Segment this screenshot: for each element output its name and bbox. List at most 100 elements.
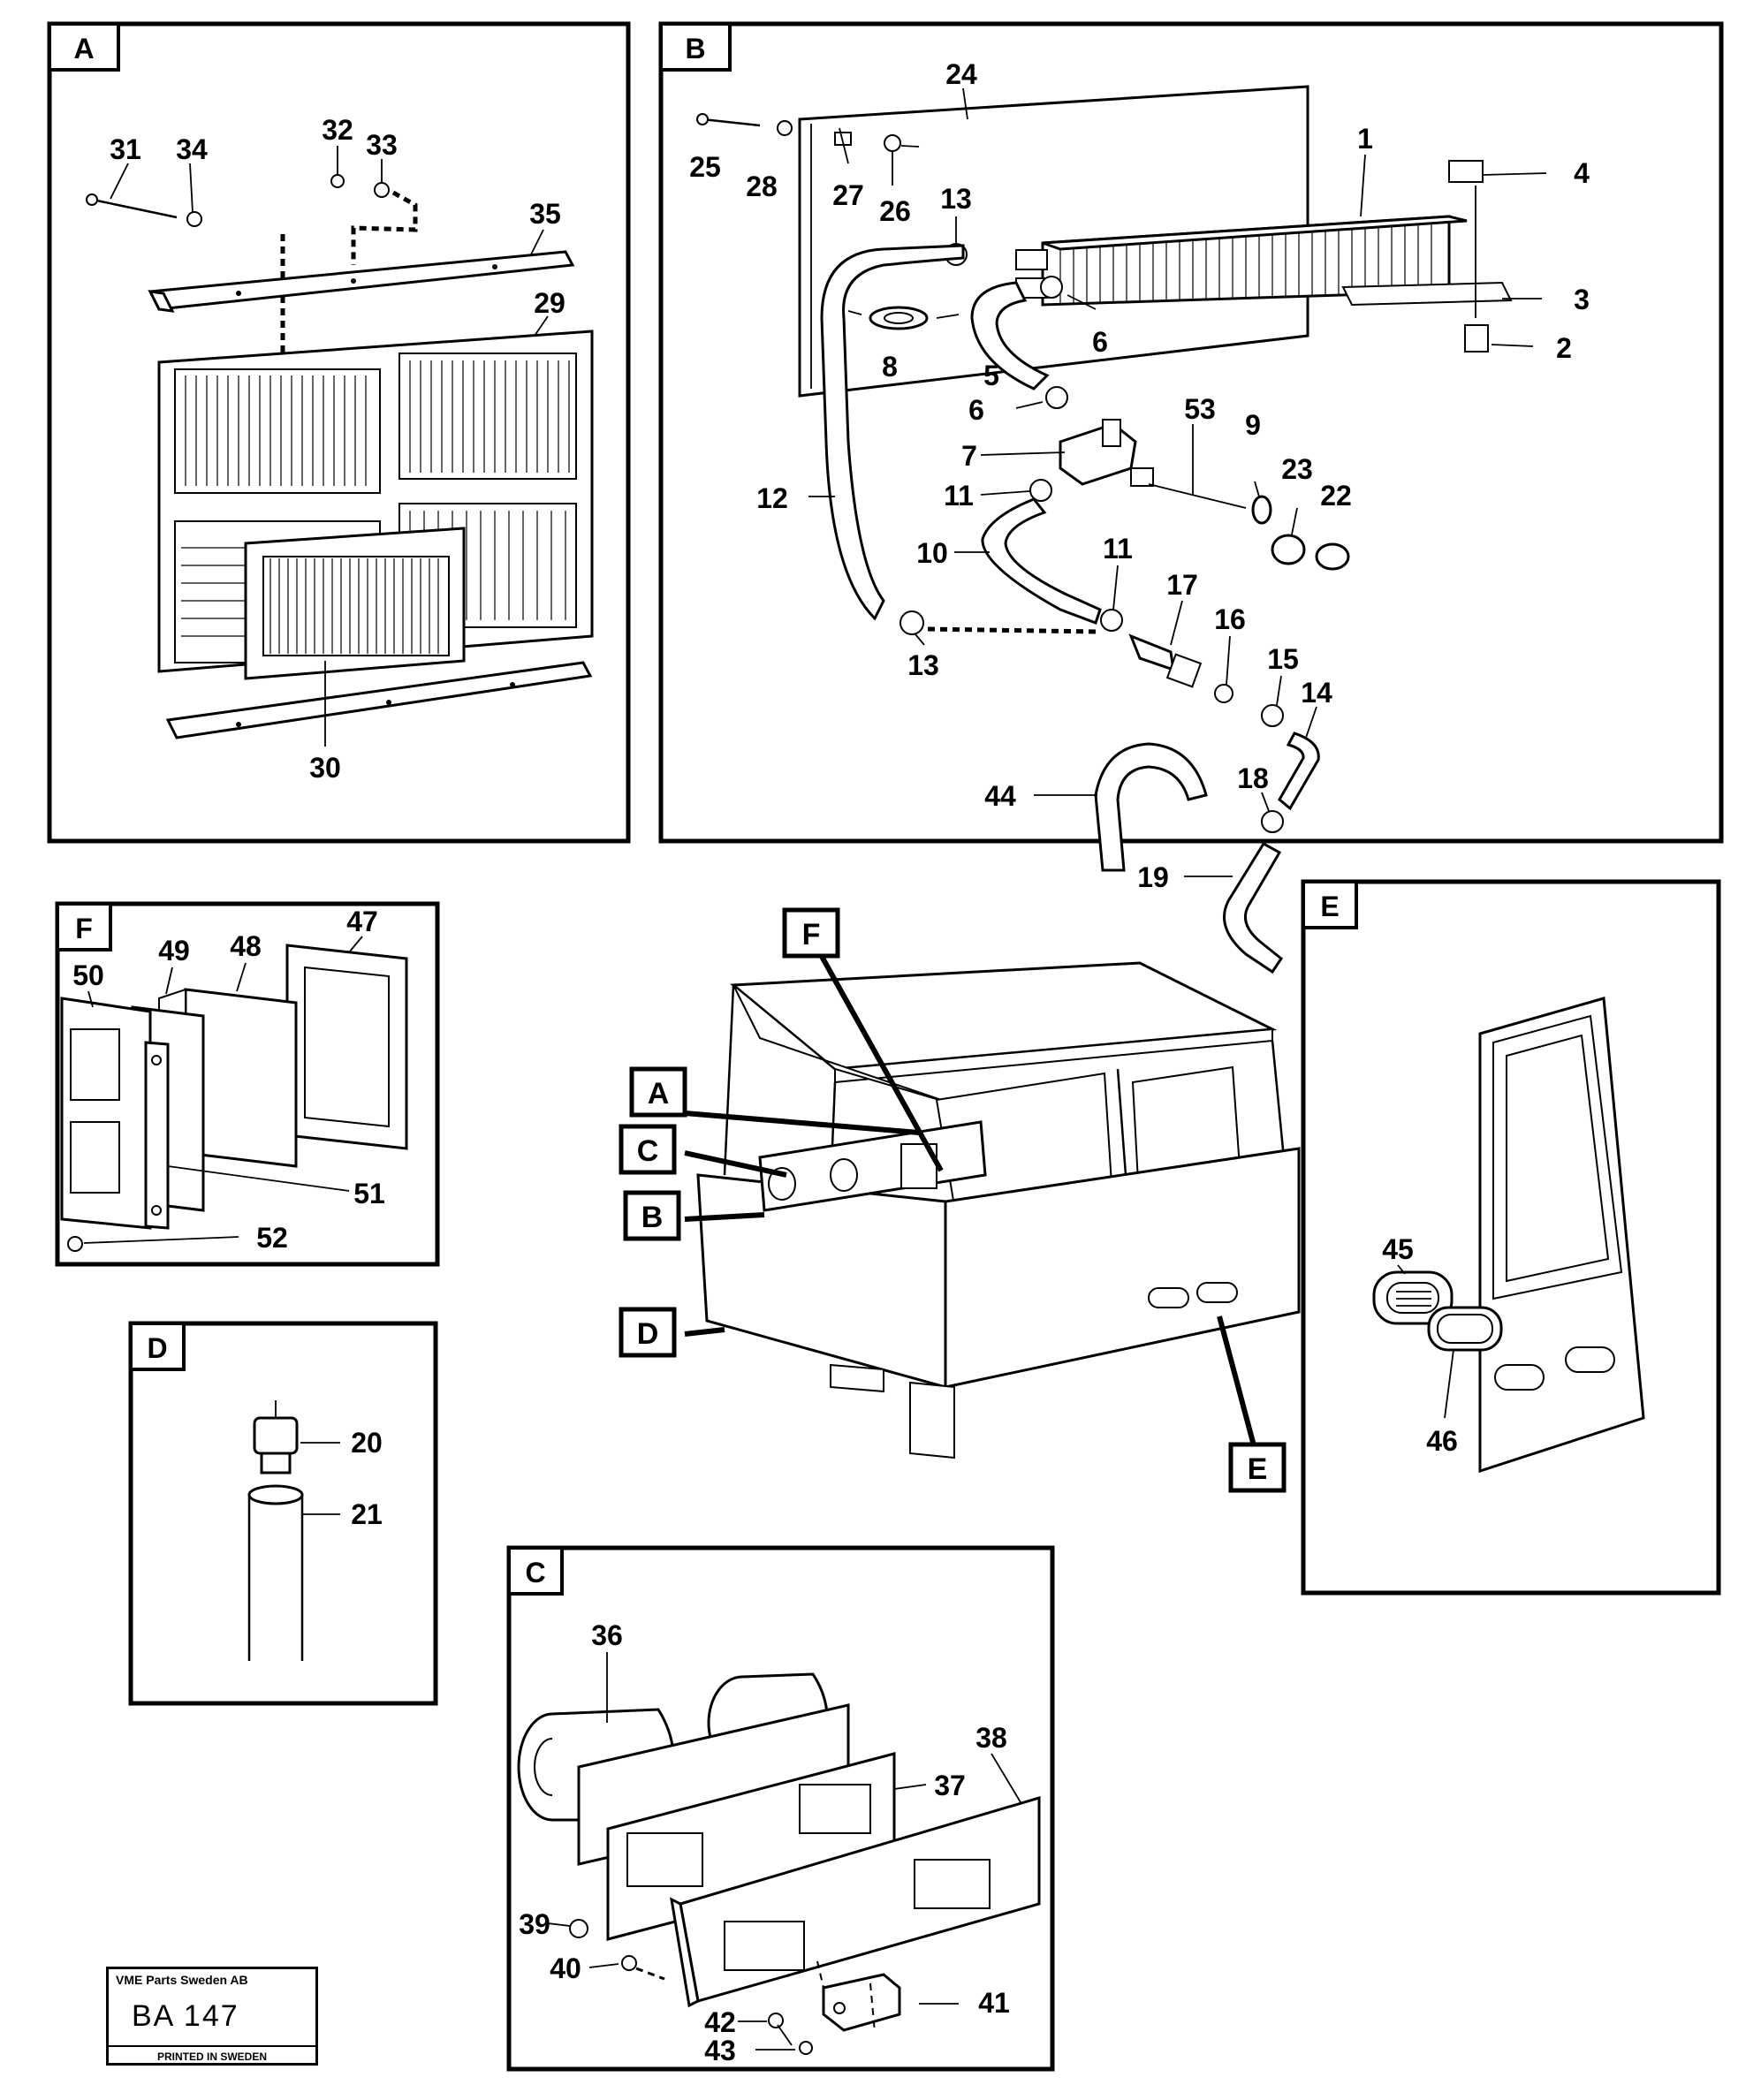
clamp-4 — [1448, 160, 1484, 183]
cab-overview: F A C B D E — [619, 907, 1301, 1493]
callout-20: 20 — [351, 1427, 383, 1459]
drain-valve-20 — [253, 1400, 299, 1475]
hose-10 — [981, 497, 1102, 625]
callout-48: 48 — [230, 930, 262, 962]
panel-b-frame — [658, 21, 1724, 844]
strip-51 — [144, 1041, 170, 1230]
panel-c: C — [506, 1545, 1055, 2072]
callout-36: 36 — [591, 1619, 623, 1651]
callout-6-lower: 6 — [968, 394, 984, 426]
callout-11-upper: 11 — [944, 480, 974, 512]
washer-28 — [777, 120, 793, 136]
screw-42 — [768, 2013, 784, 2028]
printed-note: PRINTED IN SWEDEN — [109, 2045, 315, 2063]
callout-8: 8 — [882, 351, 898, 383]
heater-core-1 — [1015, 215, 1468, 307]
leader-f — [813, 944, 944, 1172]
panel-a: A — [47, 21, 631, 844]
overview-callout-c — [619, 1124, 677, 1175]
washer-40 — [621, 1955, 637, 1971]
leader-b — [684, 1212, 765, 1222]
cable-53 — [1148, 483, 1247, 509]
panel-d-letter: D — [147, 1332, 167, 1364]
overview-callout-c-text: C — [637, 1134, 659, 1168]
cap-22 — [1315, 542, 1350, 571]
callout-31: 31 — [110, 133, 141, 165]
callout-41: 41 — [978, 1987, 1010, 2019]
panel-f-frame — [55, 901, 440, 1267]
overview-callout-b-text: B — [641, 1201, 664, 1234]
callout-23: 23 — [1281, 453, 1313, 485]
overview-callout-a — [629, 1066, 687, 1118]
overview-callout-f-text: F — [802, 918, 821, 951]
screw-39 — [569, 1919, 588, 1938]
callout-27: 27 — [832, 179, 864, 211]
overview-callout-b — [623, 1190, 681, 1241]
screw-52 — [67, 1236, 83, 1252]
callout-4: 4 — [1574, 157, 1590, 189]
knob-9 — [1251, 495, 1272, 525]
washer-43 — [799, 2041, 813, 2055]
callout-7: 7 — [961, 440, 977, 472]
callout-53: 53 — [1184, 393, 1216, 425]
drawing-code: BA 147 — [132, 1999, 239, 2033]
callout-11-lower: 11 — [1103, 533, 1133, 565]
callout-17: 17 — [1166, 569, 1198, 601]
part-23 — [1271, 534, 1306, 565]
assembly-path — [351, 190, 418, 265]
leader-e — [1217, 1315, 1257, 1450]
leader-c — [684, 1150, 787, 1178]
callout-40: 40 — [550, 1952, 581, 1984]
door-panel — [1478, 997, 1645, 1474]
panel-f-tag — [56, 902, 112, 951]
callout-1: 1 — [1357, 123, 1373, 155]
overview-callout-d — [619, 1307, 677, 1358]
callout-49: 49 — [158, 935, 190, 967]
hose-clamp-11b — [1100, 609, 1123, 632]
leader-a — [684, 1111, 920, 1135]
overview-callout-e-text: E — [1248, 1452, 1268, 1486]
hose-clamp-6 — [1040, 276, 1063, 299]
callout-15: 15 — [1267, 643, 1299, 675]
hose-clamp-18 — [1261, 810, 1284, 833]
bottom-rail — [165, 661, 593, 739]
callout-46: 46 — [1426, 1425, 1458, 1457]
callout-3: 3 — [1574, 284, 1590, 315]
callout-45: 45 — [1382, 1233, 1414, 1265]
callout-51: 51 — [353, 1178, 385, 1209]
callout-13-top: 13 — [940, 183, 972, 215]
hose-clamp-6b — [1045, 386, 1068, 409]
switch-41 — [816, 1960, 901, 2033]
washer-33 — [374, 182, 390, 198]
callout-28: 28 — [746, 171, 778, 202]
callout-5: 5 — [983, 360, 999, 391]
callout-22: 22 — [1320, 480, 1352, 512]
callout-16: 16 — [1214, 603, 1246, 635]
callout-39: 39 — [519, 1908, 550, 1940]
nut-26 — [884, 134, 901, 152]
overview-callout-d-text: D — [637, 1317, 659, 1351]
hose-19 — [1223, 841, 1284, 974]
panel-e-tag — [1302, 880, 1358, 929]
callout-42: 42 — [704, 2006, 736, 2038]
valve-7 — [1059, 419, 1154, 487]
panel-f-letter: F — [75, 913, 93, 944]
hose-clamp-13b — [899, 610, 924, 635]
panel-f: F 50 49 48 47 51 52 — [55, 901, 440, 1267]
panel-d: D 20 21 — [128, 1321, 438, 1706]
panel-d-frame — [128, 1321, 438, 1706]
callout-29: 29 — [534, 287, 565, 319]
vent-45 — [1372, 1270, 1454, 1325]
callout-2: 2 — [1556, 332, 1572, 364]
callout-32: 32 — [322, 114, 353, 146]
cab-rear-body — [696, 1173, 947, 1389]
callout-12: 12 — [756, 482, 788, 514]
callout-14: 14 — [1301, 677, 1332, 709]
callout-44: 44 — [984, 780, 1016, 812]
nut-15 — [1261, 704, 1284, 727]
panel-38 — [670, 1795, 1041, 2008]
callout-34: 34 — [176, 133, 208, 165]
callout-37: 37 — [934, 1770, 966, 1801]
panel-c-tag — [507, 1546, 564, 1596]
panel-a-letter: A — [73, 33, 94, 64]
